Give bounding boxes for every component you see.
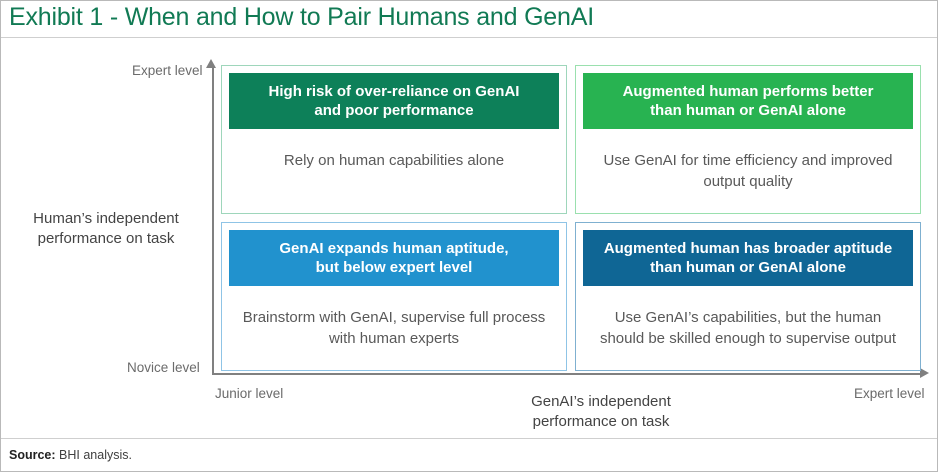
- quadrant-top-left-header-line-2: and poor performance: [314, 102, 474, 120]
- quadrant-bottom-right-header: Augmented human has broader aptitude tha…: [583, 230, 913, 287]
- quadrant-bottom-left-body: Brainstorm with GenAI, supervise full pr…: [229, 286, 559, 370]
- x-axis-left-label: Junior level: [215, 386, 284, 401]
- y-axis-line: [212, 67, 214, 374]
- quadrant-bottom-left-header-line-1: GenAI expands human aptitude,: [279, 240, 509, 257]
- y-axis-title-line-2: performance on task: [37, 230, 175, 248]
- quadrant-top-right-header-line-1: Augmented human performs better: [622, 83, 874, 100]
- x-axis-right-label: Expert level: [854, 386, 925, 401]
- x-axis-line: [212, 373, 923, 375]
- y-axis-title-line-1: Human’s independent: [33, 210, 179, 227]
- quadrant-bottom-left-header-line-2: but below expert level: [315, 259, 473, 277]
- quadrant-top-left[interactable]: High risk of over-reliance on GenAI and …: [221, 65, 567, 214]
- title-divider: [1, 37, 937, 38]
- x-axis-arrow-icon: [920, 368, 929, 378]
- quadrant-top-right-header-line-2: than human or GenAI alone: [650, 102, 846, 120]
- y-axis-top-label: Expert level: [132, 63, 203, 78]
- y-axis-arrow-icon: [206, 59, 216, 68]
- source-note: Source: BHI analysis.: [9, 448, 132, 462]
- quadrant-top-left-header-line-1: High risk of over-reliance on GenAI: [268, 83, 520, 100]
- x-axis-title-line-2: performance on task: [532, 413, 670, 431]
- footer-divider: [1, 438, 937, 439]
- quadrant-bottom-left-body-text: Brainstorm with GenAI, supervise full pr…: [242, 309, 546, 348]
- quadrant-grid: High risk of over-reliance on GenAI and …: [221, 65, 921, 371]
- x-axis-title: GenAI’s independent performance on task: [431, 392, 771, 433]
- x-axis-title-line-1: GenAI’s independent: [531, 393, 671, 410]
- source-label: Source:: [9, 448, 56, 462]
- quadrant-bottom-right-body: Use GenAI’s capabilities, but the human …: [583, 286, 913, 370]
- quadrant-top-left-header: High risk of over-reliance on GenAI and …: [229, 73, 559, 130]
- quadrant-top-right[interactable]: Augmented human performs better than hum…: [575, 65, 921, 214]
- quadrant-bottom-right[interactable]: Augmented human has broader aptitude tha…: [575, 222, 921, 371]
- quadrant-bottom-right-header-line-1: Augmented human has broader aptitude: [603, 240, 893, 257]
- quadrant-top-right-header: Augmented human performs better than hum…: [583, 73, 913, 130]
- quadrant-bottom-right-header-line-2: than human or GenAI alone: [650, 259, 846, 277]
- quadrant-bottom-left[interactable]: GenAI expands human aptitude, but below …: [221, 222, 567, 371]
- quadrant-top-right-body-text: Use GenAI for time efficiency and improv…: [603, 152, 893, 191]
- y-axis-title: Human’s independent performance on task: [11, 209, 201, 250]
- y-axis-bottom-label: Novice level: [127, 360, 200, 375]
- quadrant-top-left-body: Rely on human capabilities alone: [229, 129, 559, 213]
- quadrant-bottom-left-header: GenAI expands human aptitude, but below …: [229, 230, 559, 287]
- source-text: BHI analysis.: [59, 448, 132, 462]
- page-title: Exhibit 1 - When and How to Pair Humans …: [9, 3, 594, 31]
- quadrant-top-left-body-text: Rely on human capabilities alone: [283, 152, 505, 170]
- quadrant-bottom-right-body-text: Use GenAI’s capabilities, but the human …: [599, 309, 897, 348]
- quadrant-top-right-body: Use GenAI for time efficiency and improv…: [583, 129, 913, 213]
